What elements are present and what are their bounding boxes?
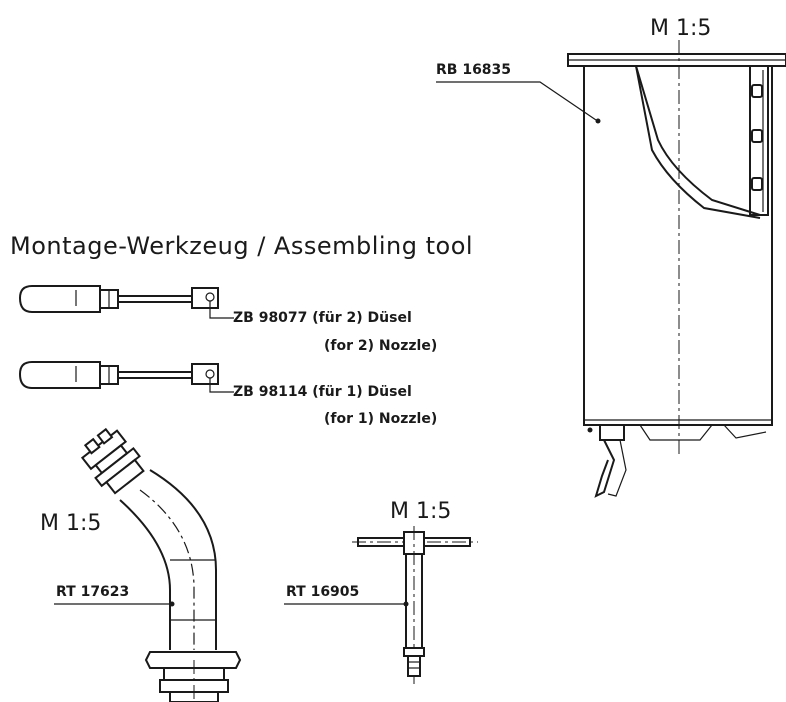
elbow-pipe-inner [119, 499, 171, 650]
tank-scale-label: M 1:5 [650, 16, 711, 41]
tool1-label-line2: (for 2) Nozzle) [324, 338, 437, 354]
tank-bracket [749, 66, 769, 216]
elbow-part-label: RT 17623 [56, 584, 129, 600]
tbar-part-label: RT 16905 [286, 584, 359, 600]
tbar-scale-label: M 1:5 [390, 499, 451, 524]
elbow-assembly: M 1:5 RT 17623 [40, 427, 242, 702]
tool1-label-line1: ZB 98077 (für 2) Düsel [233, 310, 412, 326]
tool-zb98077: ZB 98077 (für 2) Düsel (for 2) Nozzle) [18, 285, 437, 354]
tool-zb98114: ZB 98114 (für 1) Düsel (for 1) Nozzle) [18, 361, 437, 427]
tool2-label-line2: (for 1) Nozzle) [324, 411, 437, 427]
tool2-socket [191, 363, 219, 385]
tank-inner-funnel [635, 65, 761, 216]
elbow-scale-label: M 1:5 [40, 511, 101, 536]
tbar-assembly: M 1:5 RT 16905 [284, 499, 478, 684]
tank-leader-line [436, 81, 597, 121]
tool2-label-line1: ZB 98114 (für 1) Düsel [233, 384, 412, 400]
tank-part-label: RB 16835 [436, 62, 511, 78]
tool2-handle [18, 361, 101, 389]
elbow-pipe-outer [149, 469, 217, 650]
tool1-leader-line [209, 301, 234, 319]
assembling-tool-heading: Montage-Werkzeug / Assembling tool [10, 232, 473, 260]
tool1-handle [18, 285, 101, 313]
elbow-flange [144, 651, 242, 669]
elbow-coupling [80, 427, 145, 495]
tank-assembly: M 1:5 RB 16835 [436, 16, 786, 498]
tank-body [583, 66, 773, 426]
tank-outlet [599, 425, 625, 441]
tool2-leader-line [209, 378, 234, 393]
